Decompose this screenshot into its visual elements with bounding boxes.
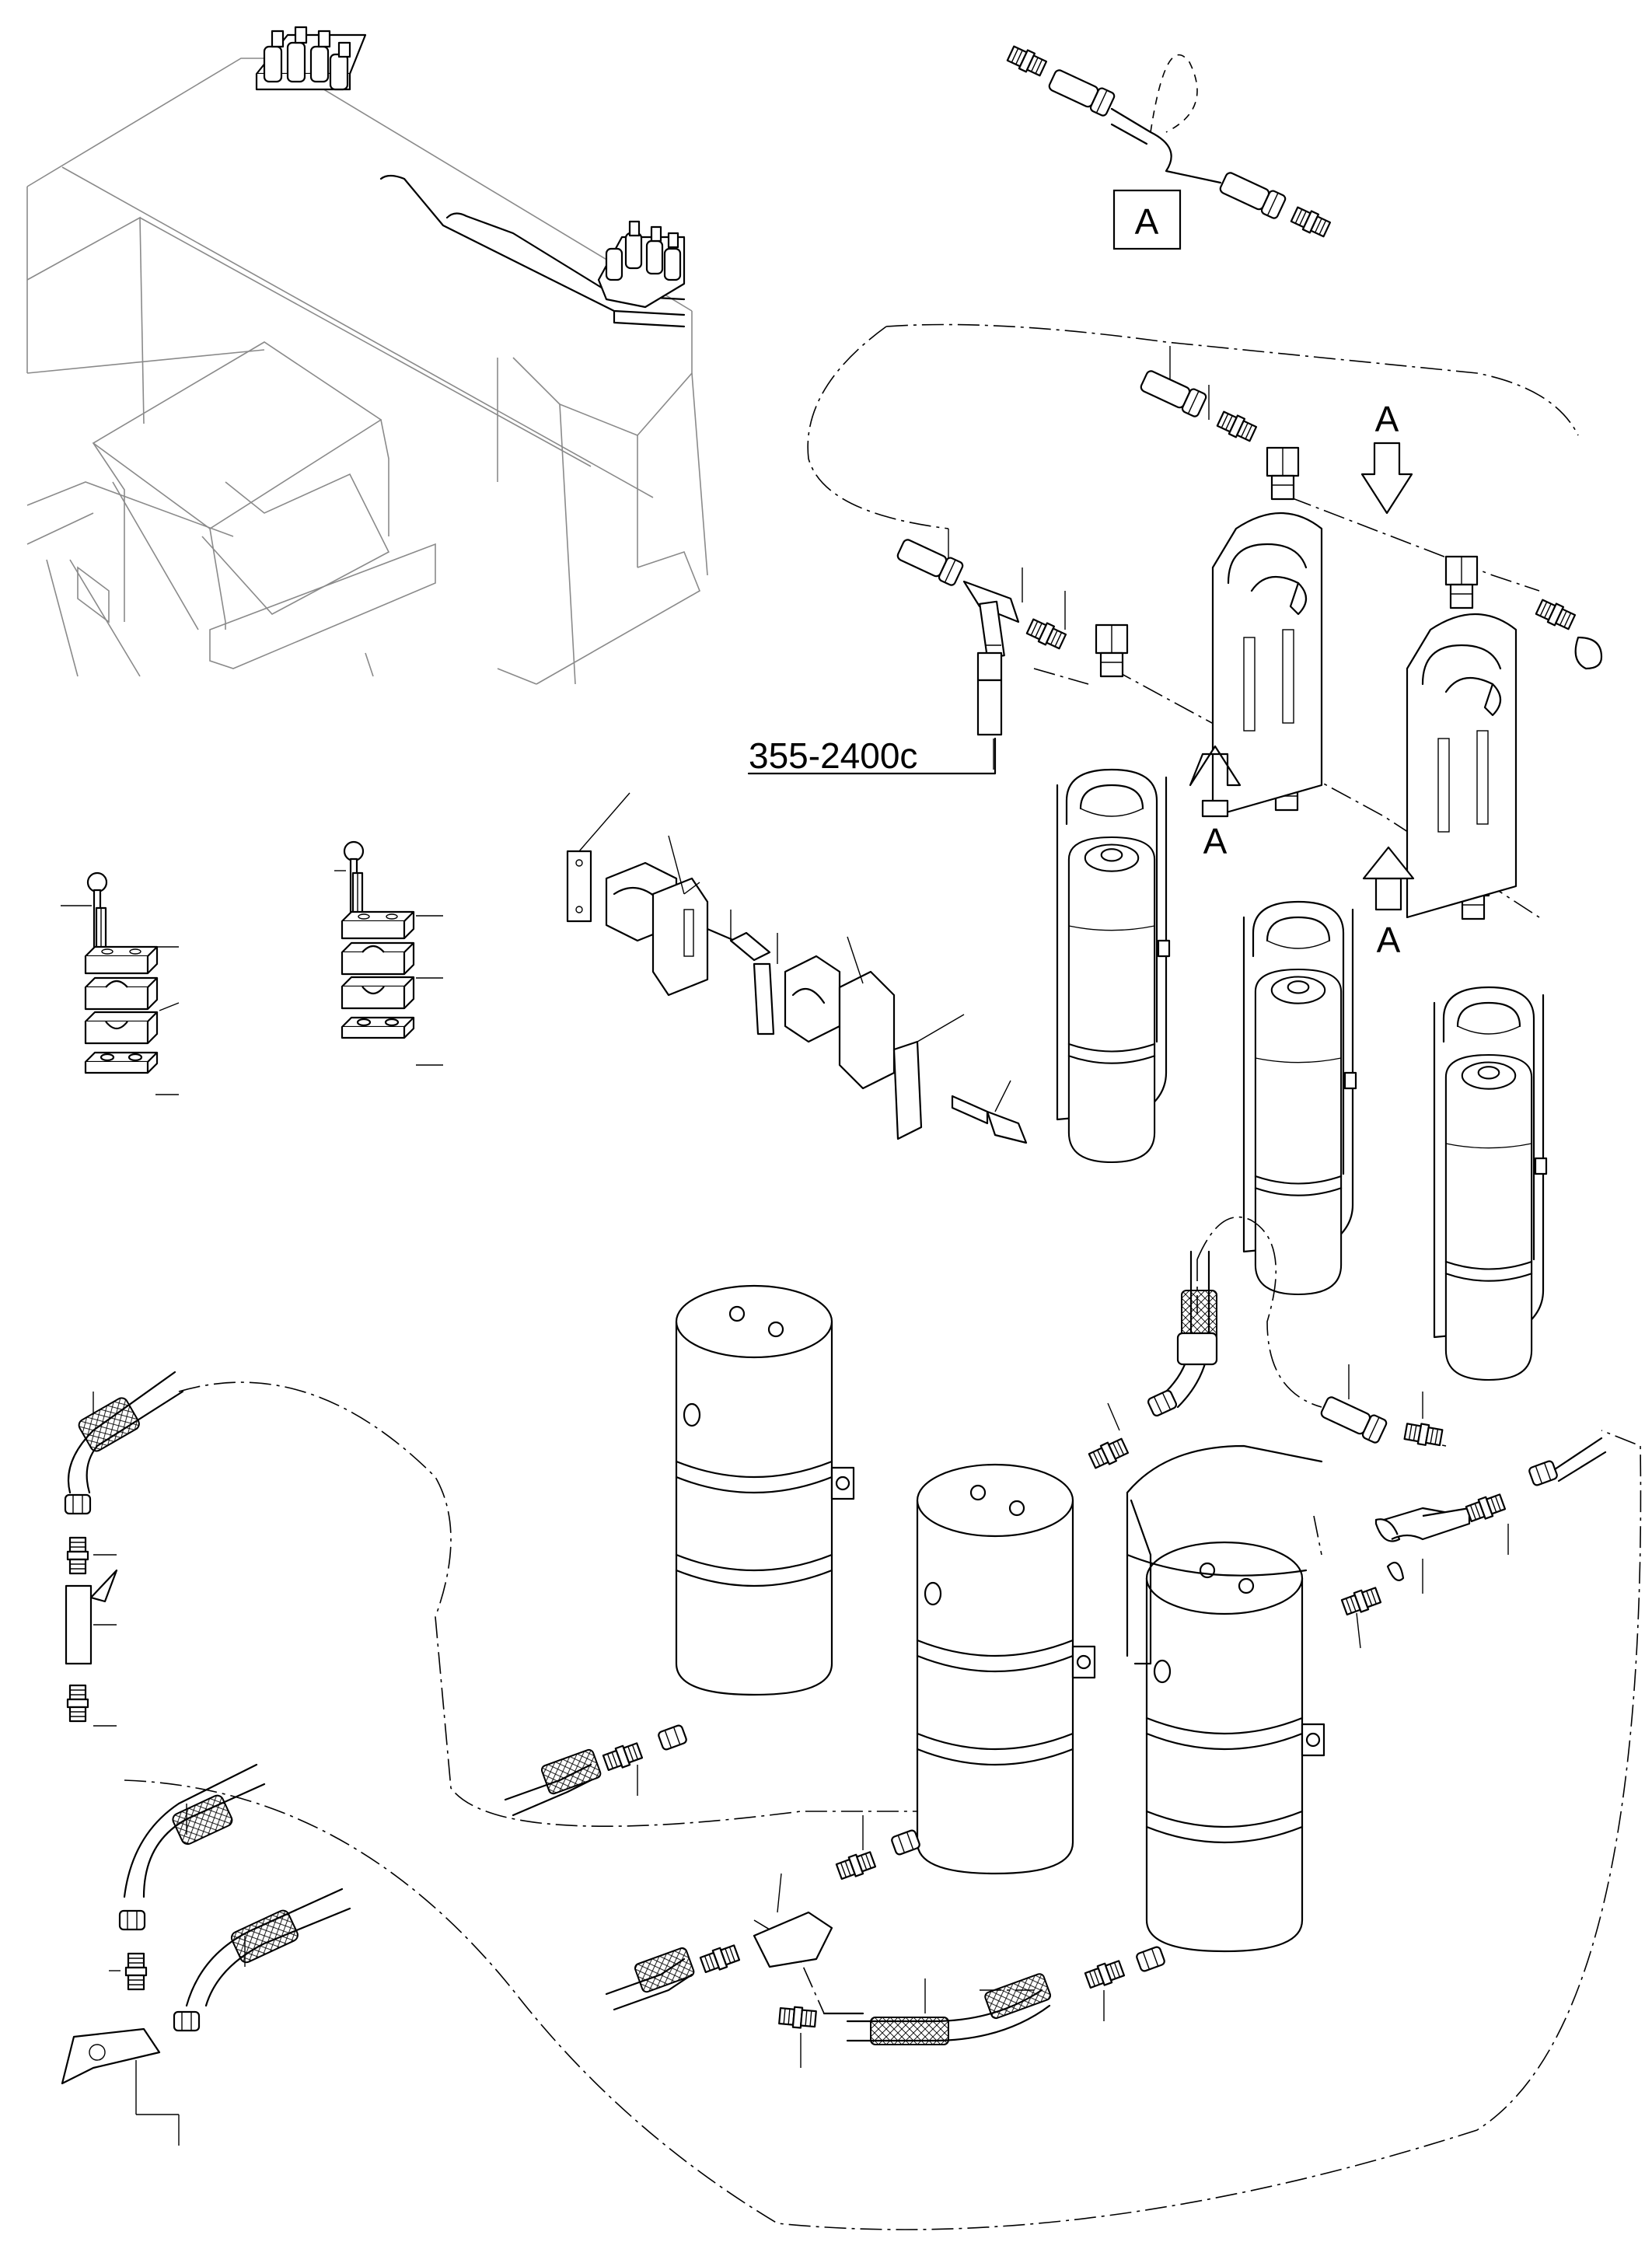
large-tank-assembly <box>61 1216 1642 2230</box>
view-arrow-3: A <box>1362 846 1415 960</box>
reference-code-label: 355-2400c <box>749 735 917 776</box>
detail-a-hose <box>1005 43 1332 240</box>
small-tank-assembly: 355-2400c <box>747 323 1603 1381</box>
view-arrow-1-label: A <box>1375 399 1399 439</box>
view-arrow-1: A <box>1360 399 1413 515</box>
clamp-kit-exploded <box>566 792 1028 1144</box>
clamp-kit-left <box>61 871 180 1095</box>
detail-marker-label: A <box>1135 201 1159 242</box>
valve-cluster-right <box>597 220 686 309</box>
clamp-kit-right <box>334 840 443 1066</box>
cab-frame-view <box>26 58 708 685</box>
view-arrow-2: A <box>1189 745 1242 861</box>
valve-cluster-top <box>255 26 367 91</box>
detail-marker-box: A <box>1112 189 1182 250</box>
view-arrow-3-label: A <box>1377 920 1401 960</box>
view-arrow-2-label: A <box>1203 821 1228 861</box>
